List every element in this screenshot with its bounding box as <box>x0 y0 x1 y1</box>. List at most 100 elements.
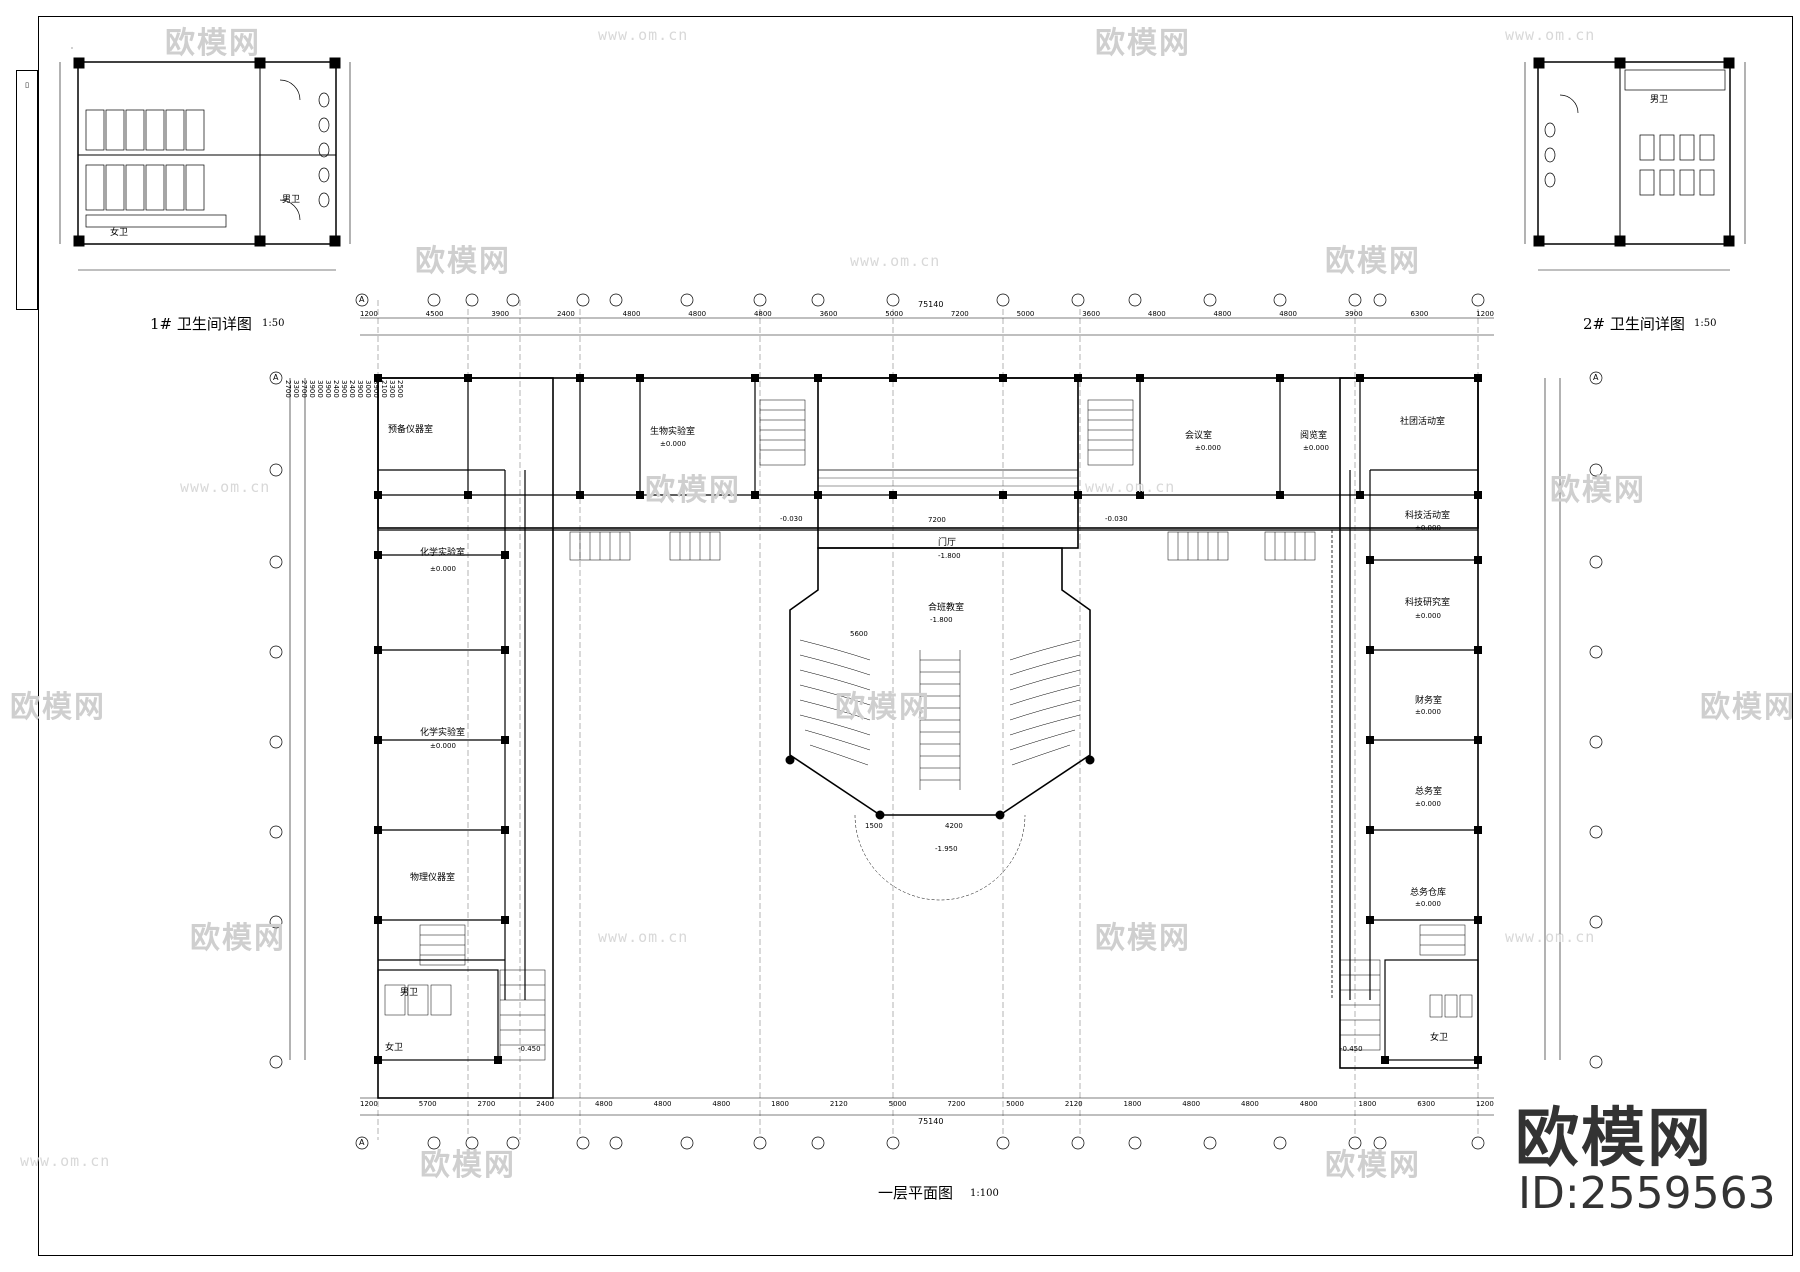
dim-text: 3900 <box>340 380 348 398</box>
dim-text: 5000 <box>888 1100 907 1108</box>
level-mark: ±0.000 <box>1303 444 1329 452</box>
strip-mark: ▯ <box>25 81 29 89</box>
overall-dimension: 75140 <box>918 300 944 309</box>
dim-text: 2700 <box>300 380 308 398</box>
level-mark: -1.800 <box>930 616 953 624</box>
dim-text: 4800 <box>753 310 772 318</box>
watermark: 欧模网 <box>165 26 261 61</box>
dim-text: 3300 <box>388 380 396 398</box>
room-label: 阅览室 <box>1300 431 1328 441</box>
dim-text: 2400 <box>348 380 356 398</box>
watermark: 欧模网 <box>420 1148 516 1183</box>
room-label: 科技活动室 <box>1405 511 1451 521</box>
dim-text: 1200 <box>360 1100 378 1108</box>
grid-bubble-label: A <box>359 1138 365 1147</box>
level-mark: ±0.000 <box>1195 444 1221 452</box>
watermark: 欧模网 <box>1550 473 1646 508</box>
dim-text: 4800 <box>653 1100 672 1108</box>
dims-bottom: 1200 5700 2700 2400 4800 4800 4800 1800 … <box>360 1100 1494 1108</box>
dim-text: 1200 <box>360 310 378 318</box>
level-mark: ±0.000 <box>1415 800 1441 808</box>
dim-text: 4800 <box>1147 310 1166 318</box>
room-label: 化学实验室 <box>420 548 466 558</box>
main-plan <box>289 300 1561 1140</box>
dims-top: 1200 4500 3900 2400 4800 4800 4800 3600 … <box>360 310 1494 318</box>
brand-logo: 欧模网 <box>1515 1102 1713 1176</box>
dim-text: 2400 <box>536 1100 555 1108</box>
room-label: 财务室 <box>1415 696 1443 706</box>
dim-text: 3900 <box>372 380 380 398</box>
dim-text: 6300 <box>1417 1100 1436 1108</box>
sheet-frame <box>38 16 1793 1256</box>
watermark-url: www.om.cn <box>20 1152 111 1170</box>
dim-text: 3600 <box>819 310 838 318</box>
level-mark: ±0.000 <box>1415 708 1441 716</box>
dim-text: 3900 <box>491 310 510 318</box>
dim-text: 2400 <box>332 380 340 398</box>
dim-text: 3600 <box>1082 310 1101 318</box>
watermark: 欧模网 <box>190 921 286 956</box>
watermark-url: www.om.cn <box>1085 478 1176 496</box>
watermark-url: www.om.cn <box>180 478 271 496</box>
dim-text: 7200 <box>947 1100 966 1108</box>
room-label: 生物实验室 <box>650 427 696 437</box>
room-label: 男卫 <box>282 195 301 205</box>
dim-text: 6300 <box>1410 310 1429 318</box>
watermark-url: www.om.cn <box>598 928 689 946</box>
room-label: 男卫 <box>400 988 419 998</box>
overall-dimension-bottom: 75140 <box>918 1117 944 1126</box>
room-label: 总务室 <box>1415 787 1443 797</box>
plan-title: 一层平面图 <box>878 1184 954 1202</box>
dim-text: 1500 <box>865 822 883 830</box>
room-label: 会议室 <box>1185 431 1213 441</box>
level-mark: ±0.000 <box>430 565 456 573</box>
room-label: 物理仪器室 <box>410 873 456 883</box>
watermark: 欧模网 <box>1700 690 1796 725</box>
dim-text: 5000 <box>1016 310 1035 318</box>
level-mark: ±0.000 <box>660 440 686 448</box>
dim-text: 3000 <box>364 380 372 398</box>
watermark: 欧模网 <box>1095 921 1191 956</box>
dim-text: 2100 <box>380 380 388 398</box>
watermark: 欧模网 <box>1095 26 1191 61</box>
room-label: 化学实验室 <box>420 728 466 738</box>
dim-text: 2400 <box>556 310 575 318</box>
watermark: 欧模网 <box>415 244 511 279</box>
level-mark: -0.450 <box>1340 1045 1363 1053</box>
watermark: 欧模网 <box>645 473 741 508</box>
watermark: 欧模网 <box>835 690 931 725</box>
dim-text: 4500 <box>425 310 444 318</box>
level-mark: -0.450 <box>518 1045 541 1053</box>
room-label: 预备仪器室 <box>388 425 434 435</box>
level-mark: ±0.000 <box>1415 612 1441 620</box>
dim-text: 2700 <box>477 1100 496 1108</box>
dim-text: 5000 <box>1006 1100 1024 1108</box>
dim-text: 5000 <box>885 310 904 318</box>
room-label: 女卫 <box>1430 1033 1449 1043</box>
dim-text: 5700 <box>418 1100 437 1108</box>
watermark-url: www.om.cn <box>1505 928 1596 946</box>
dim-text: 3300 <box>292 380 300 398</box>
room-label: 门厅 <box>938 538 957 548</box>
level-mark: -0.030 <box>1105 515 1128 523</box>
brand-id: ID:2559563 <box>1518 1168 1776 1219</box>
dim-text: 3900 <box>324 380 332 398</box>
lecture-hall <box>785 547 1095 901</box>
dim-text: 4800 <box>1299 1100 1318 1108</box>
dim-text: 2120 <box>1064 1100 1083 1108</box>
dim-text: 3000 <box>316 380 324 398</box>
dim-text: 7200 <box>950 310 969 318</box>
watermark-url: www.om.cn <box>850 252 941 270</box>
watermark-url: www.om.cn <box>1505 26 1596 44</box>
dim-text: 1800 <box>1358 1100 1377 1108</box>
dim-text: 4800 <box>594 1100 613 1108</box>
watermark: 欧模网 <box>1325 1148 1421 1183</box>
dim-text: 4800 <box>688 310 707 318</box>
grid-bubble-label: A <box>273 373 279 382</box>
plan-scale: 1:100 <box>970 1188 999 1199</box>
level-mark: -1.950 <box>935 845 958 853</box>
room-label: 科技研究室 <box>1405 598 1451 608</box>
watermark: 欧模网 <box>1325 244 1421 279</box>
dim-text: 4200 <box>945 822 963 830</box>
